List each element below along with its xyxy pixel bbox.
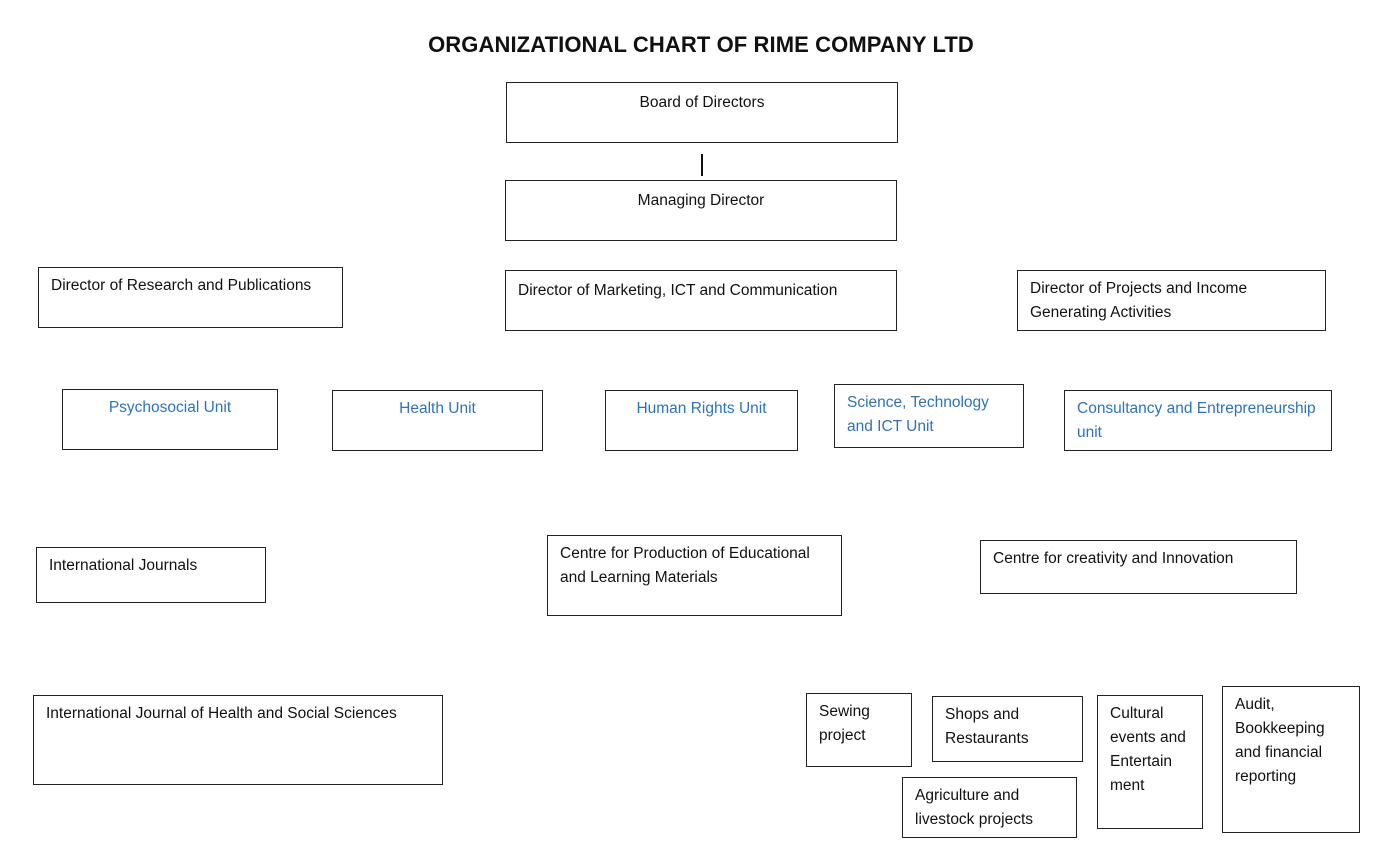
health-unit-node: Health Unit: [332, 390, 543, 451]
psychosocial-unit-node: Psychosocial Unit: [62, 389, 278, 450]
human-rights-unit-node: Human Rights Unit: [605, 390, 798, 451]
international-journals-node: International Journals: [36, 547, 266, 603]
centre-creativity-node: Centre for creativity and Innovation: [980, 540, 1297, 594]
agriculture-livestock-node: Agriculture and livestock projects: [902, 777, 1077, 838]
page-title: ORGANIZATIONAL CHART OF RIME COMPANY LTD: [428, 32, 974, 57]
director-marketing-node: Director of Marketing, ICT and Communica…: [505, 270, 897, 331]
director-research-node: Director of Research and Publications: [38, 267, 343, 328]
cultural-events-node: Cultural events and Entertain ment: [1097, 695, 1203, 829]
centre-production-node: Centre for Production of Educational and…: [547, 535, 842, 616]
board-to-md-connector: [701, 154, 703, 176]
board-of-directors-node: Board of Directors: [506, 82, 898, 143]
sewing-project-node: Sewing project: [806, 693, 912, 767]
journal-health-node: International Journal of Health and Soci…: [33, 695, 443, 785]
consultancy-unit-node: Consultancy and Entrepreneurship unit: [1064, 390, 1332, 451]
managing-director-node: Managing Director: [505, 180, 897, 241]
science-technology-unit-node: Science, Technology and ICT Unit: [834, 384, 1024, 448]
audit-bookkeeping-node: Audit, Bookkeeping and financial reporti…: [1222, 686, 1360, 833]
shops-restaurants-node: Shops and Restaurants: [932, 696, 1083, 762]
director-projects-node: Director of Projects and Income Generati…: [1017, 270, 1326, 331]
